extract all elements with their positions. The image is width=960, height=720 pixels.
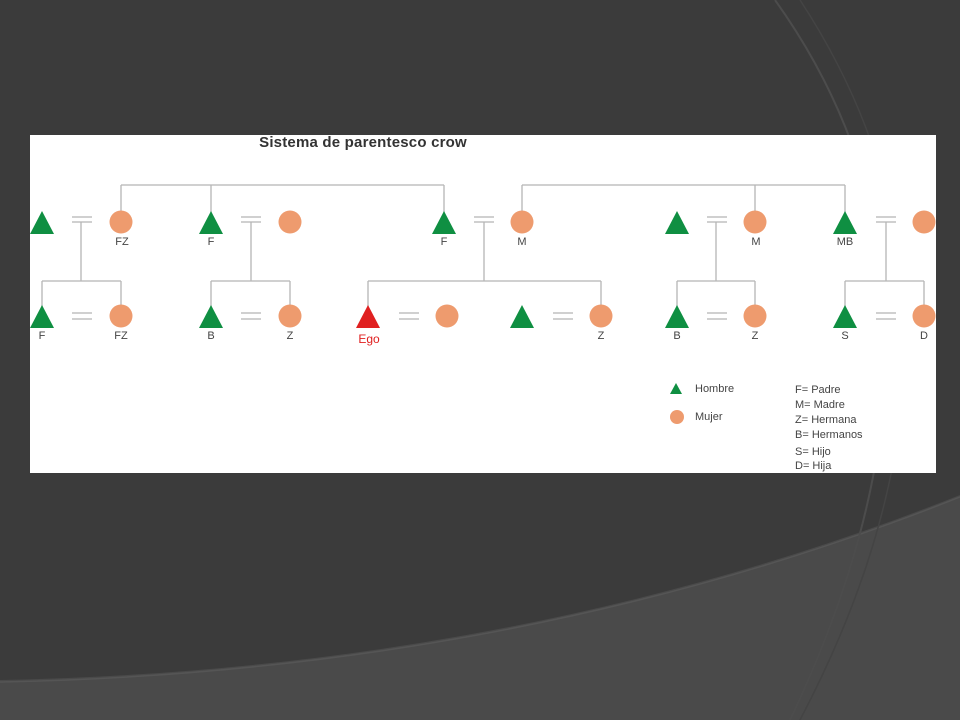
abbreviation-item: F= Padre — [795, 384, 841, 396]
male-triangle — [665, 211, 689, 234]
female-circle — [510, 210, 534, 234]
legend-male-icon — [670, 383, 682, 394]
kinship-diagram — [30, 184, 936, 424]
kin-label: FZ — [115, 236, 129, 248]
marriage-sign — [399, 312, 419, 320]
female-circle — [589, 304, 613, 328]
marriage-sign — [553, 312, 573, 320]
kinship-diagram-panel: Sistema de parentesco crow — [30, 135, 936, 473]
sibling-line-left — [120, 184, 445, 213]
descent-line — [844, 222, 925, 307]
female-circle — [109, 304, 133, 328]
legend-female-label: Mujer — [695, 411, 723, 423]
kin-label: S — [841, 330, 849, 342]
marriage-sign — [876, 216, 896, 223]
abbreviation-item: Z= Hermana — [795, 414, 857, 426]
female-circle — [278, 304, 302, 328]
background-swoosh-edge — [0, 496, 960, 683]
marriage-sign — [241, 312, 261, 320]
legend-male-label: Hombre — [695, 383, 735, 395]
kin-label: Z — [751, 330, 759, 342]
ego-triangle — [356, 305, 380, 328]
descent-line — [41, 222, 122, 307]
legend-female-icon — [670, 410, 684, 424]
marriage-sign — [72, 216, 92, 223]
descent-line — [210, 222, 291, 307]
kin-label: B — [207, 330, 215, 342]
female-circle — [109, 210, 133, 234]
kin-label: F — [38, 330, 46, 342]
kin-label: Z — [286, 330, 294, 342]
kin-label: D — [920, 330, 928, 342]
male-triangle — [199, 211, 223, 234]
descent-line — [367, 222, 602, 307]
male-triangle — [30, 211, 54, 234]
kin-label: MB — [836, 236, 854, 248]
marriage-sign — [241, 216, 261, 223]
female-circle — [912, 210, 936, 234]
female-circle — [743, 210, 767, 234]
descent-line — [676, 222, 756, 307]
male-triangle — [199, 305, 223, 328]
abbreviation-item: B= Hermanos — [795, 429, 863, 441]
kin-label: F — [440, 236, 448, 248]
background-swoosh — [0, 495, 960, 720]
diagram-title: Sistema de parentesco crow — [259, 135, 467, 151]
ego-label: Ego — [358, 332, 380, 346]
female-circle — [912, 304, 936, 328]
kin-label: F — [207, 236, 215, 248]
marriage-sign — [72, 312, 92, 320]
kin-label: Z — [597, 330, 605, 342]
male-triangle — [30, 305, 54, 328]
kinship-lines — [41, 184, 925, 320]
sibling-line-right — [521, 184, 846, 213]
marriage-sign — [707, 312, 727, 320]
male-triangle — [665, 305, 689, 328]
abbreviation-item: D= Hija — [795, 460, 832, 472]
kin-label: M — [517, 236, 527, 248]
male-triangle — [510, 305, 534, 328]
marriage-sign — [876, 312, 896, 320]
marriage-sign — [474, 216, 494, 223]
male-triangle — [833, 305, 857, 328]
marriage-sign — [707, 216, 727, 223]
kin-label: M — [751, 236, 761, 248]
female-circle — [278, 210, 302, 234]
abbreviation-item: S= Hijo — [795, 446, 831, 458]
female-circle — [743, 304, 767, 328]
kin-label: FZ — [114, 330, 128, 342]
female-circle — [435, 304, 459, 328]
male-triangle — [833, 211, 857, 234]
abbreviation-item: M= Madre — [795, 399, 845, 411]
kin-label: B — [673, 330, 681, 342]
male-triangle — [432, 211, 456, 234]
